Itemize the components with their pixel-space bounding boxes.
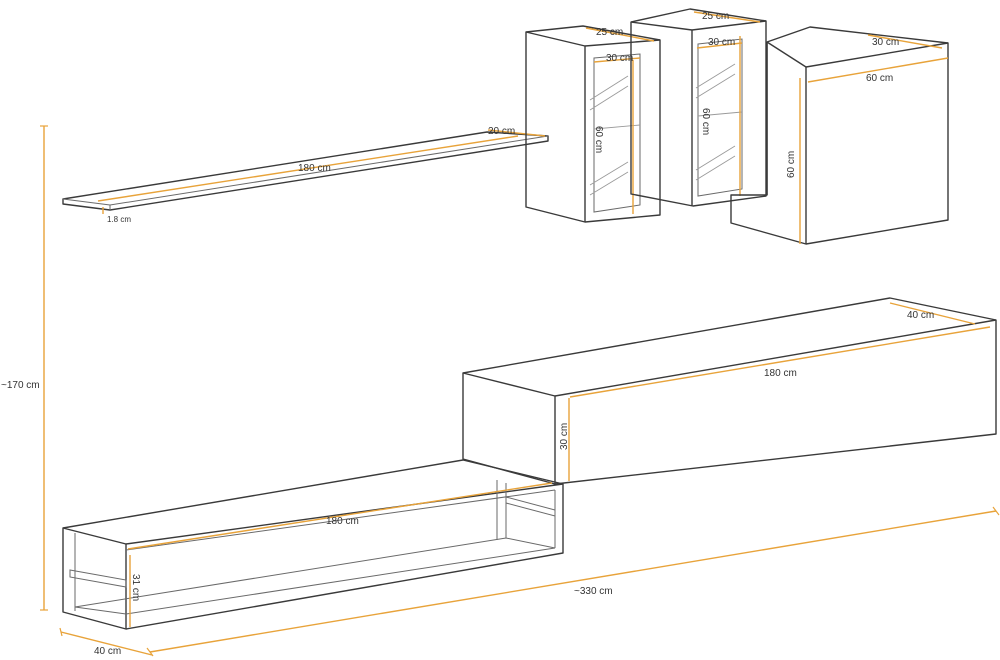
cube-width-label: 60 cm (866, 73, 893, 84)
cube-height-label: 60 cm (786, 151, 797, 178)
total-width-label: ~330 cm (574, 586, 613, 597)
glass1-depth-label: 30 cm (606, 53, 633, 64)
shelf-length-label: 180 cm (298, 163, 331, 174)
hanging-dimensions (568, 302, 991, 481)
glass2-width-label: 25 cm (702, 11, 729, 22)
glass2-height-label: 60 cm (700, 108, 711, 135)
cube-dimensions (799, 34, 949, 244)
glass1-height-label: 60 cm (593, 126, 604, 153)
shelf-depth-label: 20 cm (488, 126, 515, 137)
base-dimensions (127, 482, 553, 627)
hanging-length-label: 180 cm (764, 368, 797, 379)
glass-cabinet-2 (630, 8, 767, 207)
base-length-label: 180 cm (326, 516, 359, 527)
hanging-depth-label: 40 cm (907, 310, 934, 321)
overall-dimensions (40, 125, 1000, 657)
base-shelf (62, 459, 564, 630)
glass2-depth-label: 30 cm (708, 37, 735, 48)
glass-cabinet-2-dimensions (693, 11, 761, 196)
glass1-width-label: 25 cm (596, 27, 623, 38)
cube-depth-label: 30 cm (872, 37, 899, 48)
cube-cabinet (730, 26, 949, 245)
hanging-height-label: 30 cm (559, 423, 570, 450)
glass-cabinet-1-dimensions (585, 27, 655, 214)
hanging-cabinet (462, 297, 997, 485)
base-height-label: 31 cm (130, 574, 141, 601)
wall-shelf (62, 131, 549, 211)
glass-cabinet-1 (525, 25, 661, 223)
total-height-label: ~170 cm (1, 380, 40, 391)
shelf-thickness-label: 1.8 cm (107, 215, 131, 224)
shelf-dimensions (97, 129, 546, 214)
base-depth-label: 40 cm (94, 646, 121, 657)
